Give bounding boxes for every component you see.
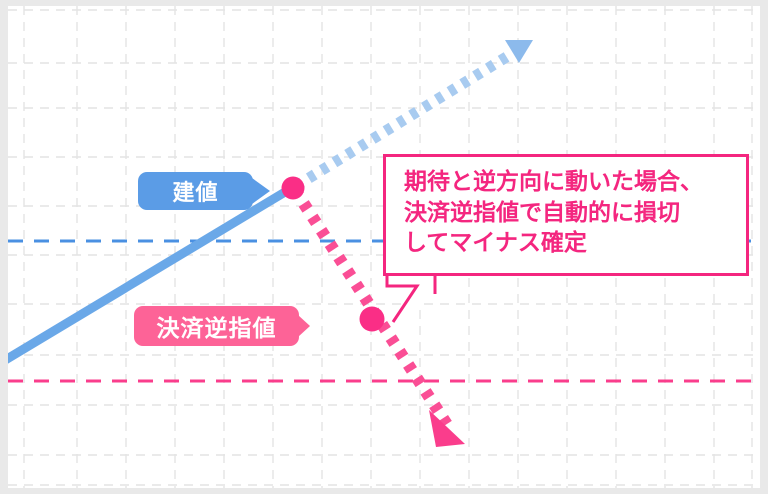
loss-cut-callout: 期待と逆方向に動いた場合、 決済逆指値で自動的に損切 してマイナス確定 xyxy=(383,154,749,276)
loss-cut-callout-text: 期待と逆方向に動いた場合、 決済逆指値で自動的に損切 してマイナス確定 xyxy=(404,169,703,257)
callout-tail xyxy=(385,264,437,323)
stop-order-label[interactable]: 決済逆指値 xyxy=(134,306,310,346)
open-price-node xyxy=(281,176,305,200)
open-price-label[interactable]: 建値 xyxy=(138,172,270,210)
price-history-line xyxy=(8,182,298,364)
triangle-down-arrowhead-icon xyxy=(505,40,533,63)
pill-pointer-icon xyxy=(252,178,270,204)
triangle-arrowhead-icon xyxy=(429,410,465,447)
expected-upside-path-line xyxy=(293,51,511,191)
open-price-label-text: 建値 xyxy=(172,181,219,206)
stop-order-label-text: 決済逆指値 xyxy=(156,316,277,342)
stop-order-node xyxy=(359,306,385,332)
plot-area: 建値 決済逆指値 期待と逆方向に動いた場合、 決済逆指値で自動的に損切 してマイ… xyxy=(8,6,760,488)
pill-pointer-icon xyxy=(298,315,310,337)
